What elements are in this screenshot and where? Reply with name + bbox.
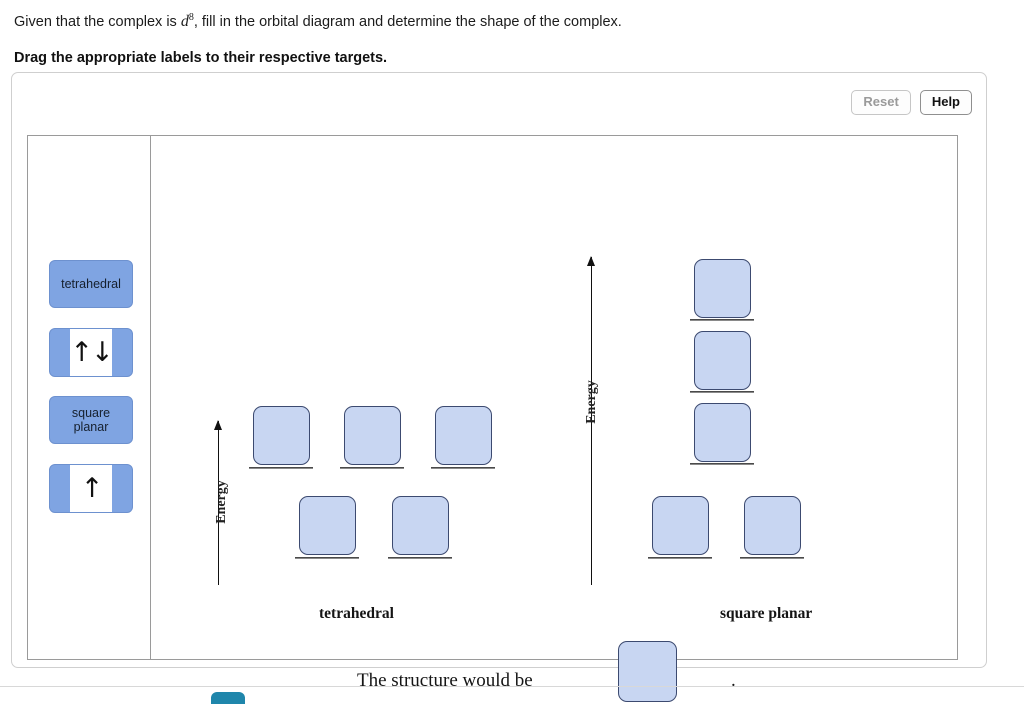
drop-target[interactable] bbox=[392, 496, 449, 555]
orbital-slot-t2-3[interactable] bbox=[431, 406, 495, 469]
orbital-slot-e-1[interactable] bbox=[295, 496, 359, 559]
drag-label-square-planar[interactable]: square planar bbox=[49, 396, 133, 444]
drag-label-tetrahedral[interactable]: tetrahedral bbox=[49, 260, 133, 308]
structure-statement-text: The structure would be bbox=[357, 670, 533, 691]
orbital-line bbox=[431, 467, 495, 469]
drag-label-paired-electrons[interactable]: ↑↓ bbox=[49, 328, 133, 377]
drag-label-text: ↑ bbox=[80, 473, 104, 504]
orbital-line bbox=[690, 319, 754, 321]
orbital-line bbox=[690, 463, 754, 465]
question-prompt: Given that the complex is d8, fill in th… bbox=[14, 8, 1010, 32]
orbital-slot-sp-4[interactable] bbox=[648, 496, 712, 559]
drag-drop-workspace: tetrahedral ↑↓ square planar ↑ Energy bbox=[27, 135, 958, 660]
prompt-text-before: Given that the complex is bbox=[14, 13, 181, 30]
prompt-variable: d bbox=[180, 12, 189, 30]
drag-label-single-electron[interactable]: ↑ bbox=[49, 464, 133, 513]
single-arrow-icon: ↑ bbox=[70, 465, 112, 512]
orbital-line bbox=[388, 557, 452, 559]
orbital-slot-sp-5[interactable] bbox=[740, 496, 804, 559]
drop-target[interactable] bbox=[253, 406, 310, 465]
orbital-line bbox=[340, 467, 404, 469]
drop-target[interactable] bbox=[694, 259, 751, 318]
energy-axis-label: Energy bbox=[214, 480, 229, 524]
orbital-slot-t2-2[interactable] bbox=[340, 406, 404, 469]
orbital-line bbox=[740, 557, 804, 559]
energy-axis-arrow-icon bbox=[214, 420, 222, 585]
paired-arrows-icon: ↑↓ bbox=[70, 329, 114, 376]
prompt-superscript: 8 bbox=[188, 12, 194, 23]
page-divider bbox=[0, 686, 1024, 687]
orbital-slot-sp-2[interactable] bbox=[690, 331, 754, 393]
drop-target[interactable] bbox=[435, 406, 492, 465]
drag-label-text: tetrahedral bbox=[61, 277, 121, 291]
structure-statement-period: . bbox=[731, 670, 736, 691]
square-planar-caption: square planar bbox=[720, 605, 813, 622]
orbital-slot-sp-1[interactable] bbox=[690, 259, 754, 321]
drop-target[interactable] bbox=[652, 496, 709, 555]
drop-target[interactable] bbox=[694, 403, 751, 462]
prompt-text-after: , fill in the orbital diagram and determ… bbox=[193, 13, 622, 30]
label-bank: tetrahedral ↑↓ square planar ↑ bbox=[28, 136, 150, 659]
panel-toolbar: Reset Help bbox=[851, 90, 972, 115]
submit-button[interactable] bbox=[211, 692, 245, 704]
orbital-slot-sp-3[interactable] bbox=[690, 403, 754, 465]
drag-label-text: square planar bbox=[71, 406, 111, 434]
energy-axis-arrow-icon bbox=[587, 256, 595, 585]
structure-drop-target[interactable] bbox=[618, 641, 677, 702]
energy-axis-label: Energy bbox=[584, 380, 599, 424]
drag-label-text: ↑↓ bbox=[70, 337, 113, 368]
orbital-line bbox=[295, 557, 359, 559]
orbital-line bbox=[648, 557, 712, 559]
drop-target[interactable] bbox=[299, 496, 356, 555]
tetrahedral-caption: tetrahedral bbox=[319, 605, 394, 622]
orbital-line bbox=[690, 391, 754, 393]
orbital-line bbox=[249, 467, 313, 469]
drop-target[interactable] bbox=[694, 331, 751, 390]
prompt-area: Given that the complex is d8, fill in th… bbox=[0, 0, 1024, 66]
exercise-panel: Reset Help tetrahedral ↑↓ square planar … bbox=[11, 72, 987, 702]
drop-target[interactable] bbox=[344, 406, 401, 465]
help-button[interactable]: Help bbox=[919, 90, 972, 115]
orbital-slot-t2-1[interactable] bbox=[249, 406, 313, 469]
drag-instruction: Drag the appropriate labels to their res… bbox=[14, 49, 388, 66]
bank-divider bbox=[150, 136, 151, 659]
orbital-slot-e-2[interactable] bbox=[388, 496, 452, 559]
reset-button[interactable]: Reset bbox=[851, 90, 911, 115]
drop-target[interactable] bbox=[744, 496, 801, 555]
